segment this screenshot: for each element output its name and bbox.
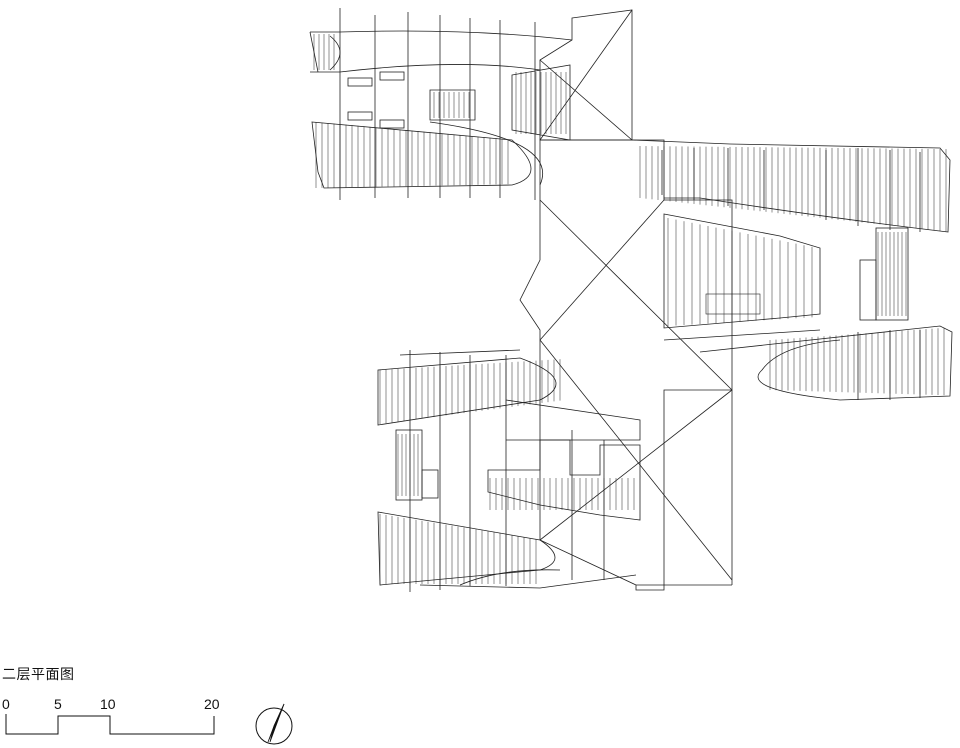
- scale-label-5: 5: [54, 696, 62, 712]
- drawing-title: 二层平面图: [2, 667, 75, 683]
- stair-hatching: [313, 34, 947, 584]
- scale-label-0: 0: [2, 696, 10, 712]
- scale-label-20: 20: [204, 696, 220, 712]
- scale-bar: [5, 714, 215, 735]
- north-arrow-icon: [255, 703, 293, 745]
- upper-left-wing: [309, 8, 573, 200]
- lower-left-wing: [377, 349, 641, 592]
- scale-label-10: 10: [100, 696, 116, 712]
- central-spine: [519, 9, 733, 591]
